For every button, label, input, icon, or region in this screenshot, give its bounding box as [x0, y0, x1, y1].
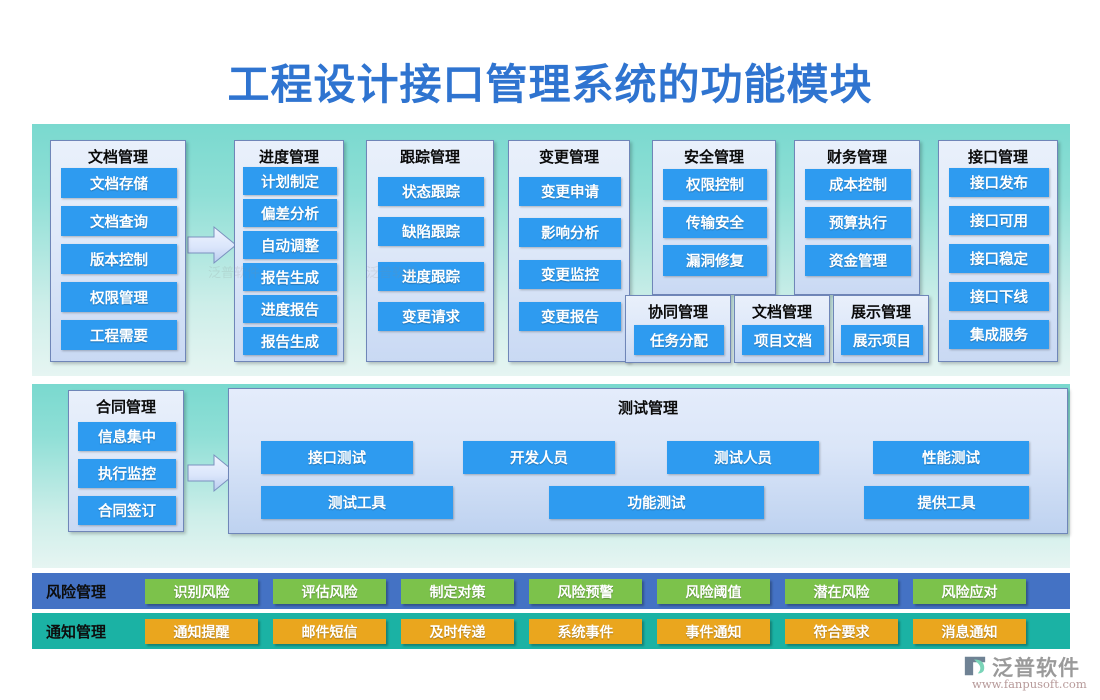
- risk-management-bar: 风险管理 识别风险 评估风险 制定对策 风险预警 风险阈值 潜在风险 风险应对: [32, 573, 1070, 609]
- risk-pill[interactable]: 潜在风险: [785, 579, 898, 604]
- notification-management-bar: 通知管理 通知提醒 邮件短信 及时传递 系统事件 事件通知 符合要求 消息通知: [32, 613, 1070, 649]
- module-item-chip[interactable]: 自动调整: [243, 231, 337, 259]
- notify-pill[interactable]: 系统事件: [529, 619, 642, 644]
- contract-card-title: 合同管理: [95, 398, 156, 416]
- risk-pill[interactable]: 风险预警: [529, 579, 642, 604]
- module-card-2[interactable]: 跟踪管理 状态跟踪 缺陷跟踪 进度跟踪 变更请求: [366, 140, 494, 362]
- module-card-title: 跟踪管理: [399, 148, 460, 166]
- module-item-chip[interactable]: 接口下线: [949, 282, 1049, 311]
- logo-mark-icon: [964, 656, 986, 676]
- module-item-chip[interactable]: 变更监控: [519, 260, 621, 289]
- risk-pill[interactable]: 制定对策: [401, 579, 514, 604]
- small-card-1[interactable]: 文档管理 项目文档: [734, 295, 830, 363]
- module-card-1[interactable]: 进度管理 计划制定 偏差分析 自动调整 报告生成 进度报告 报告生成: [234, 140, 344, 362]
- module-item-chip[interactable]: 计划制定: [243, 167, 337, 195]
- logo-url: www.fanpusoft.com: [972, 677, 1087, 691]
- module-card-6[interactable]: 接口管理 接口发布 接口可用 接口稳定 接口下线 集成服务: [938, 140, 1058, 362]
- arrow-right-icon-1: [186, 224, 238, 266]
- notify-pill[interactable]: 符合要求: [785, 619, 898, 644]
- test-panel-title: 测试管理: [617, 399, 678, 417]
- module-item-chip[interactable]: 报告生成: [243, 263, 337, 291]
- notify-pill[interactable]: 邮件短信: [273, 619, 386, 644]
- page-title: 工程设计接口管理系统的功能模块: [227, 60, 873, 109]
- test-item-chip[interactable]: 测试人员: [667, 441, 819, 474]
- brand-logo: 泛普软件 www.fanpusoft.com: [962, 652, 1092, 696]
- module-item-chip[interactable]: 合同签订: [78, 496, 176, 525]
- module-card-0[interactable]: 文档管理 文档存储 文档查询 版本控制 权限管理 工程需要: [50, 140, 186, 362]
- module-item-chip[interactable]: 变更报告: [519, 302, 621, 331]
- module-item-chip[interactable]: 报告生成: [243, 327, 337, 355]
- risk-pill[interactable]: 风险应对: [913, 579, 1026, 604]
- module-card-title: 文档管理: [87, 148, 148, 166]
- module-item-chip[interactable]: 预算执行: [805, 207, 911, 238]
- module-item-chip[interactable]: 文档存储: [61, 168, 177, 198]
- notify-pill[interactable]: 通知提醒: [145, 619, 258, 644]
- module-item-chip[interactable]: 变更请求: [378, 302, 484, 331]
- module-card-title: 财务管理: [826, 148, 887, 166]
- module-item-chip[interactable]: 文档查询: [61, 206, 177, 236]
- logo-name: 泛普软件: [992, 656, 1080, 680]
- module-card-5[interactable]: 财务管理 成本控制 预算执行 资金管理: [794, 140, 920, 295]
- small-card-2[interactable]: 展示管理 展示项目: [833, 295, 929, 363]
- module-card-3[interactable]: 变更管理 变更申请 影响分析 变更监控 变更报告: [508, 140, 630, 362]
- module-item-chip[interactable]: 项目文档: [742, 325, 824, 355]
- risk-pill[interactable]: 评估风险: [273, 579, 386, 604]
- module-item-chip[interactable]: 接口稳定: [949, 244, 1049, 273]
- test-item-chip[interactable]: 测试工具: [261, 486, 453, 519]
- module-item-chip[interactable]: 传输安全: [663, 207, 767, 238]
- module-item-chip[interactable]: 成本控制: [805, 169, 911, 200]
- module-item-chip[interactable]: 接口可用: [949, 206, 1049, 235]
- notify-pill[interactable]: 消息通知: [913, 619, 1026, 644]
- module-card-title: 变更管理: [538, 148, 599, 166]
- module-item-chip[interactable]: 变更申请: [519, 177, 621, 206]
- notify-pill[interactable]: 及时传递: [401, 619, 514, 644]
- small-card-title: 文档管理: [751, 303, 812, 321]
- test-item-chip[interactable]: 功能测试: [549, 486, 764, 519]
- risk-pill[interactable]: 风险阈值: [657, 579, 770, 604]
- risk-pill[interactable]: 识别风险: [145, 579, 258, 604]
- module-card-title: 安全管理: [683, 148, 744, 166]
- notify-bar-label: 通知管理: [46, 622, 107, 641]
- module-card-title: 进度管理: [258, 148, 319, 166]
- risk-bar-label: 风险管理: [46, 582, 107, 601]
- small-card-title: 展示管理: [850, 303, 911, 321]
- module-card-4[interactable]: 安全管理 权限控制 传输安全 漏洞修复: [652, 140, 776, 295]
- small-card-0[interactable]: 协同管理 任务分配: [625, 295, 731, 363]
- module-item-chip[interactable]: 偏差分析: [243, 199, 337, 227]
- module-item-chip[interactable]: 影响分析: [519, 218, 621, 247]
- module-item-chip[interactable]: 信息集中: [78, 422, 176, 451]
- test-management-panel: 测试管理 接口测试 开发人员 测试人员 性能测试 测试工具 功能测试 提供工具: [228, 388, 1068, 534]
- module-item-chip[interactable]: 进度报告: [243, 295, 337, 323]
- module-item-chip[interactable]: 工程需要: [61, 320, 177, 350]
- module-item-chip[interactable]: 任务分配: [634, 325, 724, 355]
- module-item-chip[interactable]: 权限管理: [61, 282, 177, 312]
- module-item-chip[interactable]: 集成服务: [949, 320, 1049, 349]
- module-item-chip[interactable]: 接口发布: [949, 168, 1049, 197]
- module-item-chip[interactable]: 缺陷跟踪: [378, 217, 484, 246]
- module-item-chip[interactable]: 进度跟踪: [378, 262, 484, 291]
- test-item-chip[interactable]: 开发人员: [463, 441, 615, 474]
- contract-card[interactable]: 合同管理 信息集中 执行监控 合同签订: [68, 390, 184, 532]
- module-item-chip[interactable]: 状态跟踪: [378, 177, 484, 206]
- module-item-chip[interactable]: 资金管理: [805, 245, 911, 276]
- module-card-title: 接口管理: [967, 148, 1028, 166]
- module-item-chip[interactable]: 执行监控: [78, 459, 176, 488]
- notify-pill[interactable]: 事件通知: [657, 619, 770, 644]
- module-item-chip[interactable]: 展示项目: [841, 325, 923, 355]
- small-card-title: 协同管理: [647, 303, 708, 321]
- module-item-chip[interactable]: 版本控制: [61, 244, 177, 274]
- test-item-chip[interactable]: 提供工具: [864, 486, 1029, 519]
- arrow-right-icon-2: [186, 452, 238, 494]
- test-item-chip[interactable]: 性能测试: [873, 441, 1029, 474]
- module-item-chip[interactable]: 漏洞修复: [663, 245, 767, 276]
- test-item-chip[interactable]: 接口测试: [261, 441, 413, 474]
- module-item-chip[interactable]: 权限控制: [663, 169, 767, 200]
